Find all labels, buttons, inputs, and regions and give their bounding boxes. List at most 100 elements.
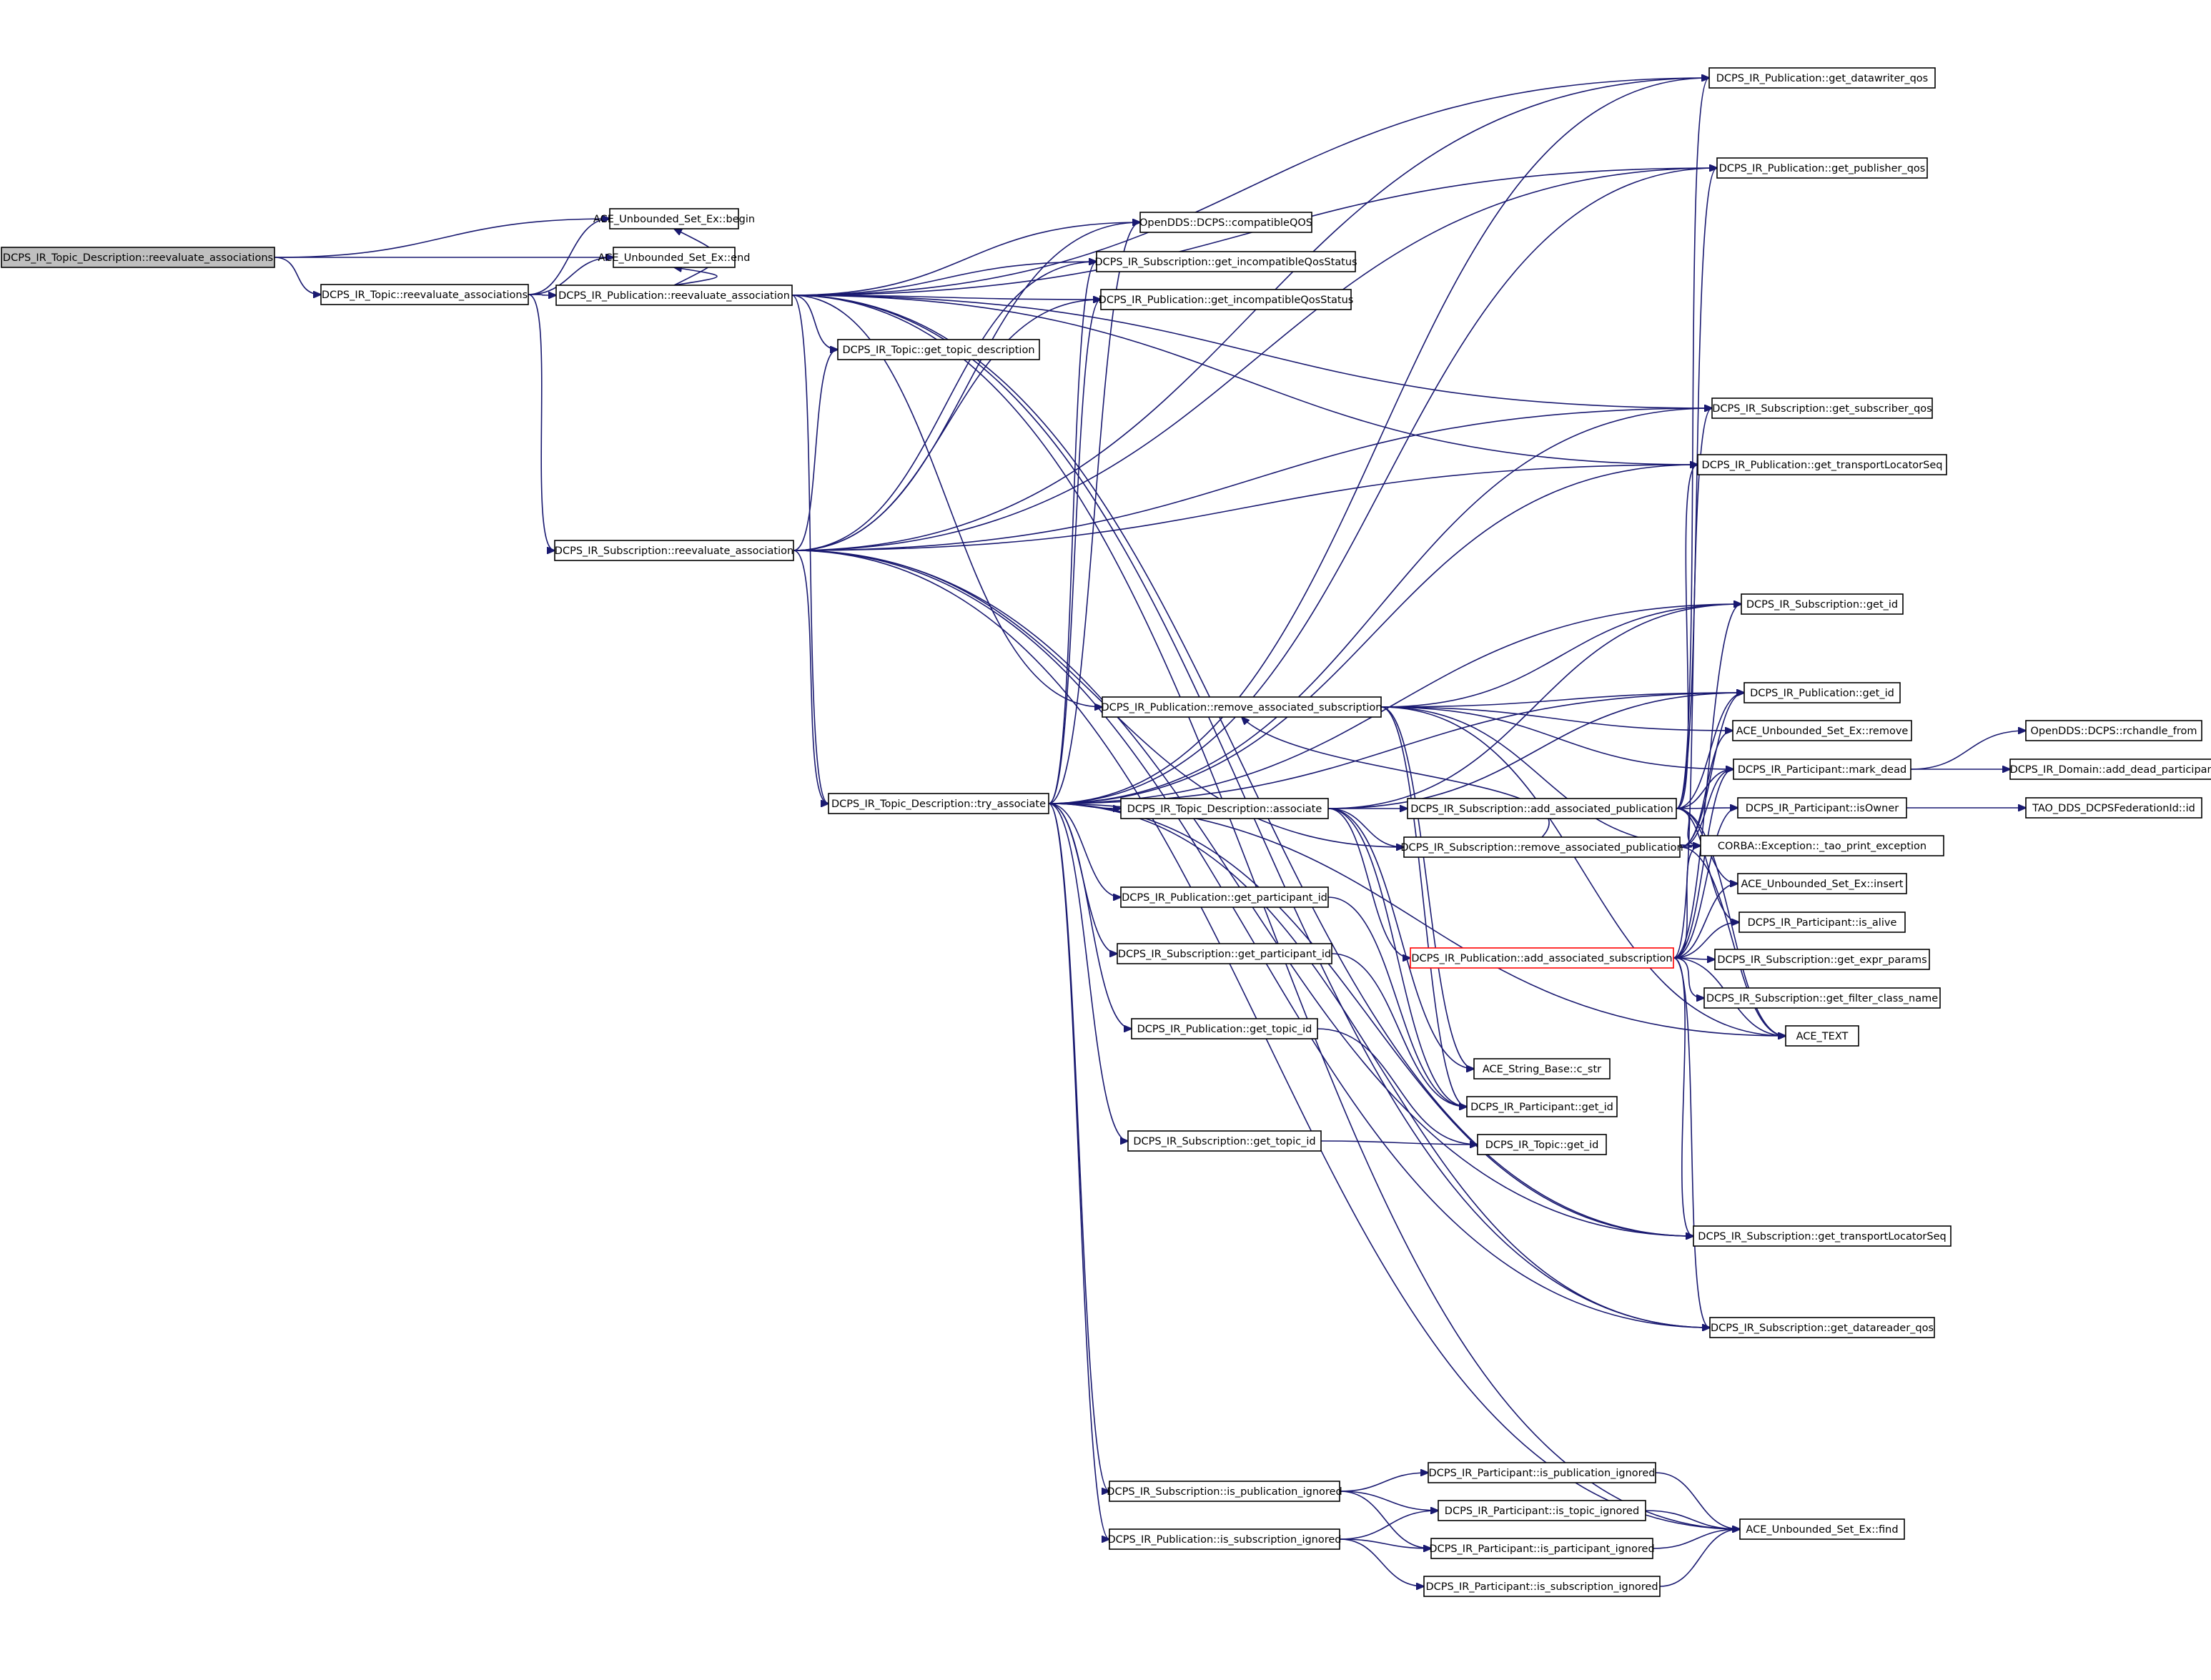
node-sub-is-pub-ignored[interactable]: DCPS_IR_Subscription::is_publication_ign… — [1107, 1481, 1342, 1502]
node-box — [609, 208, 739, 229]
edge-sub_reeval-to-sub_dr_qos — [793, 550, 1710, 1328]
node-fed-id[interactable]: TAO_DDS_DCPSFederationId::id — [2025, 797, 2202, 819]
node-pub-dw-qos[interactable]: DCPS_IR_Publication::get_datawriter_qos — [1708, 67, 1936, 89]
node-box — [1733, 759, 1911, 780]
node-box — [1, 247, 275, 268]
edge-td_associate-to-ace_c_str — [1327, 808, 1474, 1069]
node-remove-assoc-sub[interactable]: DCPS_IR_Publication::remove_associated_s… — [1101, 696, 1383, 718]
node-box — [1410, 947, 1674, 969]
node-label: DCPS_IR_Participant::mark_dead — [1738, 764, 1906, 776]
node-label: DCPS_IR_Subscription::get_transportLocat… — [1698, 1231, 1946, 1242]
node-label: DCPS_IR_Subscription::is_publication_ign… — [1107, 1486, 1342, 1498]
node-root[interactable]: DCPS_IR_Topic_Description::reevaluate_as… — [1, 247, 275, 268]
edge-remove_assoc_sub-to-mark_dead — [1380, 706, 1733, 769]
edge-try_associate-to-pub_get_topic_id — [1048, 803, 1132, 1029]
edge-sub_add_assoc_pub-to-is_alive — [1676, 808, 1739, 922]
node-td-associate[interactable]: DCPS_IR_Topic_Description::associate — [1120, 798, 1329, 819]
node-rchandle-from[interactable]: OpenDDS::DCPS::rchandle_from — [2025, 720, 2202, 741]
node-expr-params[interactable]: DCPS_IR_Subscription::get_expr_params — [1714, 949, 1930, 970]
node-box — [1120, 886, 1329, 908]
edge-try_associate-to-sub_is_pub_ignored — [1048, 803, 1109, 1491]
node-label: DCPS_IR_Participant::is_participant_igno… — [1429, 1543, 1654, 1555]
node-label: DCPS_IR_Publication::get_participant_id — [1122, 892, 1327, 904]
edge-pub_add_assoc_sub-to-filter_class — [1673, 957, 1704, 998]
edge-pub_add_assoc_sub-to-sub_dr_qos — [1673, 957, 1710, 1328]
node-tao-print[interactable]: CORBA::Exception::_tao_print_exception — [1700, 835, 1944, 856]
edge-try_associate-to-pub_pub_qos — [1048, 168, 1717, 804]
node-sub-reeval[interactable]: DCPS_IR_Subscription::reevaluate_associa… — [554, 540, 794, 561]
node-box — [555, 285, 793, 306]
edge-td_associate-to-part_get_id — [1327, 808, 1467, 1107]
edge-try_associate-to-sub_get_id — [1048, 604, 1741, 804]
node-add-dead-part[interactable]: DCPS_IR_Domain::add_dead_participant — [2009, 759, 2211, 780]
edge-sub_reeval-to-pub_dw_qos — [793, 78, 1709, 551]
node-topic-get-desc[interactable]: DCPS_IR_Topic::get_topic_description — [837, 339, 1040, 360]
node-part-is-pub-ignored[interactable]: DCPS_IR_Participant::is_publication_igno… — [1428, 1462, 1656, 1483]
node-box — [1716, 157, 1928, 179]
node-sub-get-topic-id[interactable]: DCPS_IR_Subscription::get_topic_id — [1127, 1130, 1322, 1152]
node-pub-get-topic-id[interactable]: DCPS_IR_Publication::get_topic_id — [1131, 1018, 1318, 1039]
node-pub-reeval[interactable]: DCPS_IR_Publication::reevaluate_associat… — [555, 285, 793, 306]
node-sub-tls[interactable]: DCPS_IR_Subscription::get_transportLocat… — [1693, 1225, 1952, 1247]
node-label: ACE_TEXT — [1796, 1031, 1849, 1042]
node-part-is-topic-ignored[interactable]: DCPS_IR_Participant::is_topic_ignored — [1438, 1500, 1646, 1521]
node-box — [1109, 1528, 1340, 1550]
node-box — [1096, 251, 1356, 272]
node-ace-remove[interactable]: ACE_Unbounded_Set_Ex::remove — [1732, 720, 1912, 741]
node-pub-tls[interactable]: DCPS_IR_Publication::get_transportLocato… — [1697, 454, 1947, 475]
node-sub-get-id[interactable]: DCPS_IR_Subscription::get_id — [1741, 593, 1904, 615]
edge-sub_reeval-to-pub_incompat — [793, 300, 1101, 551]
node-compatibleQOS[interactable]: OpenDDS::DCPS::compatibleQOS — [1139, 212, 1312, 233]
node-part-get-id[interactable]: DCPS_IR_Participant::get_id — [1466, 1096, 1618, 1117]
edge-sub_add_assoc_pub-to-mark_dead — [1676, 769, 1733, 809]
node-ace-end[interactable]: ACE_Unbounded_Set_Ex::end — [598, 247, 751, 268]
node-sub-sub-qos[interactable]: DCPS_IR_Subscription::get_subscriber_qos — [1711, 397, 1933, 419]
node-ace-find[interactable]: ACE_Unbounded_Set_Ex::find — [1739, 1518, 1905, 1540]
edge-pub_reeval-to-sub_incompat — [791, 262, 1097, 296]
node-sub-get-part-id[interactable]: DCPS_IR_Subscription::get_participant_id — [1117, 943, 1332, 964]
node-box — [1403, 836, 1681, 858]
node-sub-incompat[interactable]: DCPS_IR_Subscription::get_incompatibleQo… — [1094, 251, 1357, 272]
node-is-alive[interactable]: DCPS_IR_Participant::is_alive — [1738, 911, 1906, 933]
node-part-is-part-ignored[interactable]: DCPS_IR_Participant::is_participant_igno… — [1429, 1538, 1655, 1559]
node-sub-add-assoc-pub[interactable]: DCPS_IR_Subscription::add_associated_pub… — [1407, 798, 1677, 819]
edge-remove_assoc_sub-to-sub_get_id — [1380, 604, 1741, 708]
node-label: DCPS_IR_Participant::is_topic_ignored — [1445, 1506, 1639, 1517]
edge-topic_reeval-to-sub_reeval — [528, 294, 555, 550]
node-part-is-sub-ignored[interactable]: DCPS_IR_Participant::is_subscription_ign… — [1423, 1576, 1661, 1597]
node-pub-is-sub-ignored[interactable]: DCPS_IR_Publication::is_subscription_ign… — [1107, 1528, 1342, 1550]
node-ace-c-str[interactable]: ACE_String_Base::c_str — [1473, 1058, 1611, 1079]
edge-pub_reeval-to-compatibleQOS — [791, 222, 1140, 296]
node-mark-dead[interactable]: DCPS_IR_Participant::mark_dead — [1733, 759, 1911, 780]
node-pub-incompat[interactable]: DCPS_IR_Publication::get_incompatibleQos… — [1099, 289, 1354, 310]
node-topic-reeval[interactable]: DCPS_IR_Topic::reevaluate_associations — [320, 284, 529, 305]
node-ace-insert[interactable]: ACE_Unbounded_Set_Ex::insert — [1737, 873, 1907, 894]
node-box — [1407, 798, 1677, 819]
node-pub-pub-qos[interactable]: DCPS_IR_Publication::get_publisher_qos — [1716, 157, 1928, 179]
node-label: DCPS_IR_Participant::is_subscription_ign… — [1425, 1581, 1658, 1593]
node-sub-remove-assoc-pub[interactable]: DCPS_IR_Subscription::remove_associated_… — [1400, 836, 1683, 858]
edge-sub_add_assoc_pub-to-pub_tls — [1676, 465, 1698, 809]
edge-pub_add_assoc_sub-to-sub_get_id — [1673, 604, 1741, 959]
node-ace-begin[interactable]: ACE_Unbounded_Set_Ex::begin — [593, 208, 755, 229]
node-pub-add-assoc-sub[interactable]: DCPS_IR_Publication::add_associated_subs… — [1410, 947, 1674, 969]
node-pub-get-id[interactable]: DCPS_IR_Publication::get_id — [1743, 682, 1901, 703]
node-topic-get-id[interactable]: DCPS_IR_Topic::get_id — [1477, 1134, 1607, 1155]
node-try-associate[interactable]: DCPS_IR_Topic_Description::try_associate — [828, 793, 1049, 814]
node-sub-dr-qos[interactable]: DCPS_IR_Subscription::get_datareader_qos — [1709, 1317, 1935, 1338]
edge-pub_reeval-to-pub_dw_qos — [791, 78, 1709, 296]
node-box — [837, 339, 1040, 360]
node-label: DCPS_IR_Publication::is_subscription_ign… — [1107, 1534, 1341, 1546]
node-label: DCPS_IR_Publication::get_datawriter_qos — [1716, 73, 1928, 84]
node-box — [1693, 1225, 1952, 1247]
node-ace-text[interactable]: ACE_TEXT — [1785, 1025, 1859, 1047]
node-pub-get-part-id[interactable]: DCPS_IR_Publication::get_participant_id — [1120, 886, 1329, 908]
edge-td_associate-to-pub_get_id — [1327, 693, 1744, 809]
edge-pub_add_assoc_sub-to-isOwner — [1673, 808, 1738, 959]
node-box — [1438, 1500, 1646, 1521]
edge-try_associate-to-pub_dw_qos — [1048, 78, 1709, 804]
node-isOwner[interactable]: DCPS_IR_Participant::isOwner — [1737, 797, 1907, 819]
node-box — [1120, 798, 1329, 819]
node-filter-class[interactable]: DCPS_IR_Subscription::get_filter_class_n… — [1703, 987, 1941, 1009]
